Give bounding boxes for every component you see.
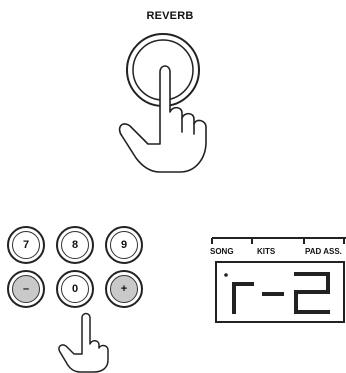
- key-9-label: 9: [110, 231, 138, 259]
- key-plus[interactable]: +: [105, 270, 143, 308]
- pointing-hand-icon: [118, 65, 207, 173]
- lcd-label-song: SONG: [210, 247, 234, 256]
- key-0[interactable]: 0: [56, 270, 94, 308]
- key-8-label: 8: [61, 231, 89, 259]
- key-9[interactable]: 9: [105, 226, 143, 264]
- lcd-display: [211, 237, 346, 323]
- lcd-label-pad-ass: PAD ASS.: [305, 247, 342, 256]
- key-minus[interactable]: –: [7, 270, 45, 308]
- reverb-label: REVERB: [146, 10, 194, 22]
- lcd-label-kits: KITS: [257, 247, 276, 256]
- key-0-label: 0: [61, 275, 89, 303]
- key-minus-label: –: [12, 275, 40, 303]
- pointing-hand-icon: [58, 312, 109, 373]
- key-7-label: 7: [12, 231, 40, 259]
- key-plus-label: +: [110, 275, 138, 303]
- key-8[interactable]: 8: [56, 226, 94, 264]
- key-7[interactable]: 7: [7, 226, 45, 264]
